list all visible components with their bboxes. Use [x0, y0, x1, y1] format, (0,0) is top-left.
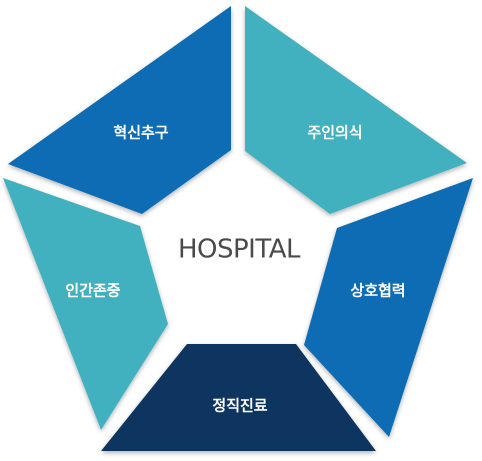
- segment-honest-care: 정직진료: [101, 344, 376, 451]
- segment-ownership-label: 주인의식: [307, 124, 362, 142]
- segment-human-respect-label: 인간존중: [65, 282, 120, 300]
- segment-innovation-shape: [8, 6, 231, 214]
- segment-ownership-shape: [245, 6, 467, 214]
- segment-cooperation-label: 상호협력: [350, 282, 405, 300]
- segment-ownership: 주인의식: [245, 6, 467, 214]
- segment-cooperation-shape: [304, 178, 473, 437]
- segment-honest-care-shape: [101, 344, 376, 451]
- segment-human-respect: 인간존중: [3, 178, 168, 430]
- center-title: HOSPITAL: [178, 235, 301, 265]
- segment-honest-care-label: 정직진료: [212, 397, 267, 415]
- segment-innovation: 혁신추구: [8, 6, 231, 214]
- segment-human-respect-shape: [3, 178, 168, 430]
- segment-innovation-label: 혁신추구: [113, 124, 168, 142]
- segment-cooperation: 상호협력: [304, 178, 473, 437]
